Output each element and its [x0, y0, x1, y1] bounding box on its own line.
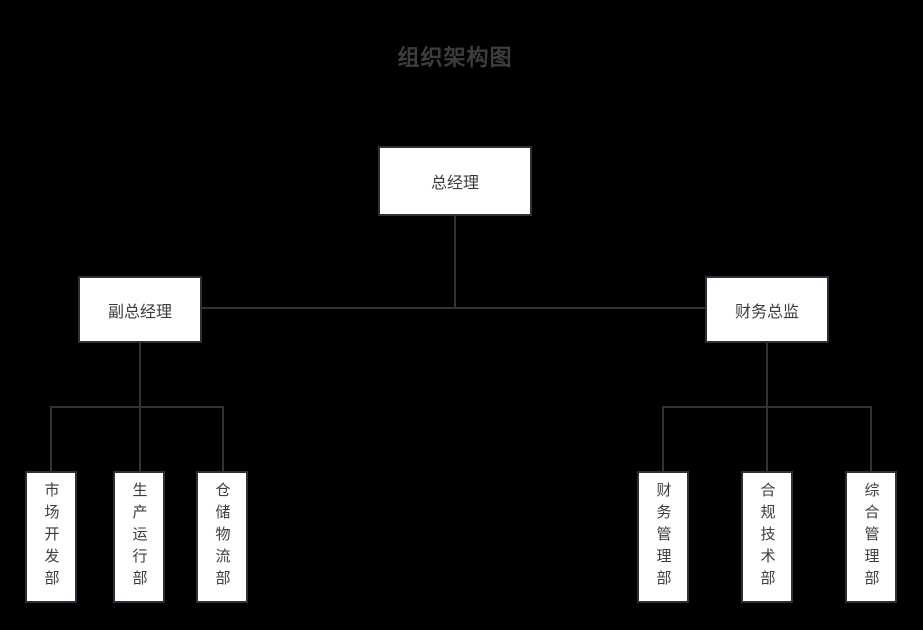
diagram-title: 组织架构图 — [397, 45, 513, 70]
node-financial-management-dept: 财务管理部 — [637, 471, 689, 603]
node-deputy-general-manager: 副总经理 — [78, 276, 202, 343]
node-finance-director: 财务总监 — [705, 276, 829, 343]
connector-left-stub-1 — [50, 406, 52, 471]
connector-right-group-horizontal — [662, 406, 872, 408]
connector-level2-horizontal — [202, 307, 705, 309]
node-general-management-dept: 综合管理部 — [845, 471, 897, 603]
connector-root-down — [454, 216, 456, 308]
node-compliance-technology-dept: 合规技术部 — [741, 471, 793, 603]
node-general-manager: 总经理 — [378, 146, 532, 216]
connector-left-group-horizontal — [50, 406, 224, 408]
node-market-development-dept: 市场开发部 — [25, 471, 77, 603]
connector-left-stub-3 — [222, 406, 224, 471]
connector-right-stub-3 — [870, 406, 872, 471]
node-warehouse-logistics-dept: 仓储物流部 — [196, 471, 248, 603]
node-production-operation-dept: 生产运行部 — [113, 471, 165, 603]
connector-right-stub-1 — [662, 406, 664, 471]
